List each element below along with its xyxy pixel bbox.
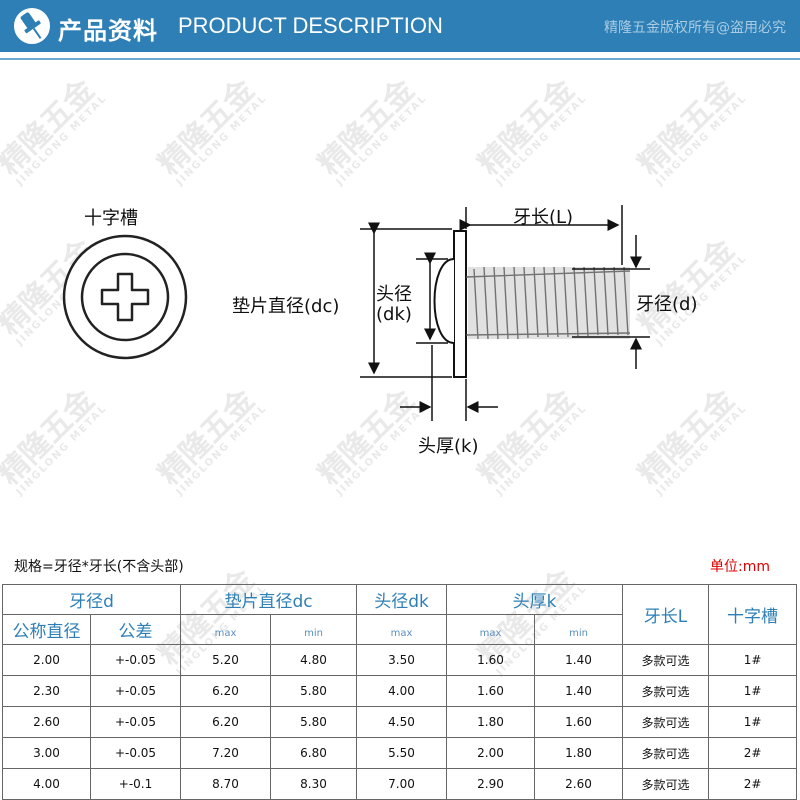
table-cell: 多款可选	[622, 737, 710, 769]
head-thickness-label: 头厚(k)	[418, 436, 479, 457]
header-divider	[0, 58, 800, 60]
table-cell: 4.80	[270, 644, 358, 676]
table-cell: 多款可选	[622, 675, 710, 707]
table-cell: 4.00	[356, 675, 448, 707]
table-cell: 2#	[708, 737, 798, 769]
header-title-en: PRODUCT DESCRIPTION	[178, 13, 443, 38]
table-cell: 7.00	[356, 768, 448, 800]
head-diameter-symbol: (dk)	[376, 304, 412, 325]
header-max: max	[356, 614, 448, 645]
table-row: 3.00 +-0.05 7.20 6.80 5.50 2.00 1.80 多款可…	[2, 737, 798, 769]
header-max: max	[446, 614, 536, 645]
header-tolerance: 公差	[89, 614, 182, 645]
table-cell: 多款可选	[622, 768, 710, 800]
header-bar: 产品资料 PRODUCT DESCRIPTION 精隆五金版权所有@盗用必究	[0, 0, 800, 52]
table-cell: 8.70	[180, 768, 272, 800]
table-cell: 2.00	[446, 737, 536, 769]
screw-side-view	[360, 205, 650, 421]
table-cell: 2.60	[534, 768, 624, 800]
table-cell: 4.50	[356, 706, 448, 738]
copyright-notice: 精隆五金版权所有@盗用必究	[604, 20, 786, 36]
header-head-dk: 头径dk	[356, 584, 448, 615]
table-cell: 1.60	[534, 706, 624, 738]
table-cell: 2.30	[2, 675, 91, 707]
table-cell: 2.00	[2, 644, 91, 676]
table-row: 4.00 +-0.1 8.70 8.30 7.00 2.90 2.60 多款可选…	[2, 768, 798, 800]
table-cell: 6.20	[180, 706, 272, 738]
table-cell: 5.20	[180, 644, 272, 676]
header-min: min	[534, 614, 624, 645]
header-cross-slot: 十字槽	[708, 584, 798, 645]
table-cell: 1#	[708, 706, 798, 738]
header-thread-d: 牙径d	[1, 584, 182, 615]
table-cell: 1.80	[534, 737, 624, 769]
table-cell: 1#	[708, 644, 798, 676]
table-cell: 1#	[708, 675, 798, 707]
header-title-cn: 产品资料	[58, 17, 158, 45]
unit-label: 单位:mm	[710, 559, 770, 575]
table-cell: +-0.1	[89, 768, 182, 800]
washer-diameter-label: 垫片直径(dc)	[232, 296, 340, 317]
header-length-l: 牙长L	[622, 584, 710, 645]
table-cell: +-0.05	[89, 644, 182, 676]
thread-shank	[465, 266, 631, 340]
table-cell: 4.00	[2, 768, 91, 800]
table-cell: 2.90	[446, 768, 536, 800]
screw-top-view	[62, 234, 188, 360]
table-cell: 5.50	[356, 737, 448, 769]
header-min: min	[270, 614, 358, 645]
table-cell: 8.30	[270, 768, 358, 800]
table-cell: 3.00	[2, 737, 91, 769]
table-cell: 6.80	[270, 737, 358, 769]
table-cell: +-0.05	[89, 706, 182, 738]
table-cell: 1.40	[534, 644, 624, 676]
table-cell: 7.20	[180, 737, 272, 769]
table-cell: +-0.05	[89, 675, 182, 707]
table-cell: 1.80	[446, 706, 536, 738]
cross-recess-icon	[100, 272, 150, 322]
head-diameter-label: 头径	[376, 284, 412, 305]
spec-caption: 规格=牙径*牙长(不含头部)	[14, 559, 184, 575]
table-row: 2.60 +-0.05 6.20 5.80 4.50 1.80 1.60 多款可…	[2, 706, 798, 738]
table-cell: 多款可选	[622, 644, 710, 676]
table-cell: 2.60	[2, 706, 91, 738]
table-row: 2.00 +-0.05 5.20 4.80 3.50 1.60 1.40 多款可…	[2, 644, 798, 676]
header-max: max	[180, 614, 272, 645]
table-cell: 6.20	[180, 675, 272, 707]
table-cell: 多款可选	[622, 706, 710, 738]
pushpin-icon	[12, 6, 52, 46]
thread-diameter-label: 牙径(d)	[636, 294, 698, 315]
spec-table: 牙径d 垫片直径dc 头径dk 头厚k 牙长L 十字槽 公称直径 公差 max …	[1, 584, 798, 800]
table-cell: 3.50	[356, 644, 448, 676]
table-cell: 5.80	[270, 675, 358, 707]
header-head-k: 头厚k	[446, 584, 624, 615]
header-nominal: 公称直径	[2, 614, 91, 645]
table-row: 2.30 +-0.05 6.20 5.80 4.00 1.60 1.40 多款可…	[2, 675, 798, 707]
table-cell: 2#	[708, 768, 798, 800]
table-cell: 1.60	[446, 644, 536, 676]
table-cell: 1.40	[534, 675, 624, 707]
cross-slot-label: 十字槽	[84, 208, 138, 229]
header-washer-dc: 垫片直径dc	[180, 584, 358, 615]
thread-length-label: 牙长(L)	[513, 207, 574, 228]
table-cell: 5.80	[270, 706, 358, 738]
table-cell: +-0.05	[89, 737, 182, 769]
table-cell: 1.60	[446, 675, 536, 707]
